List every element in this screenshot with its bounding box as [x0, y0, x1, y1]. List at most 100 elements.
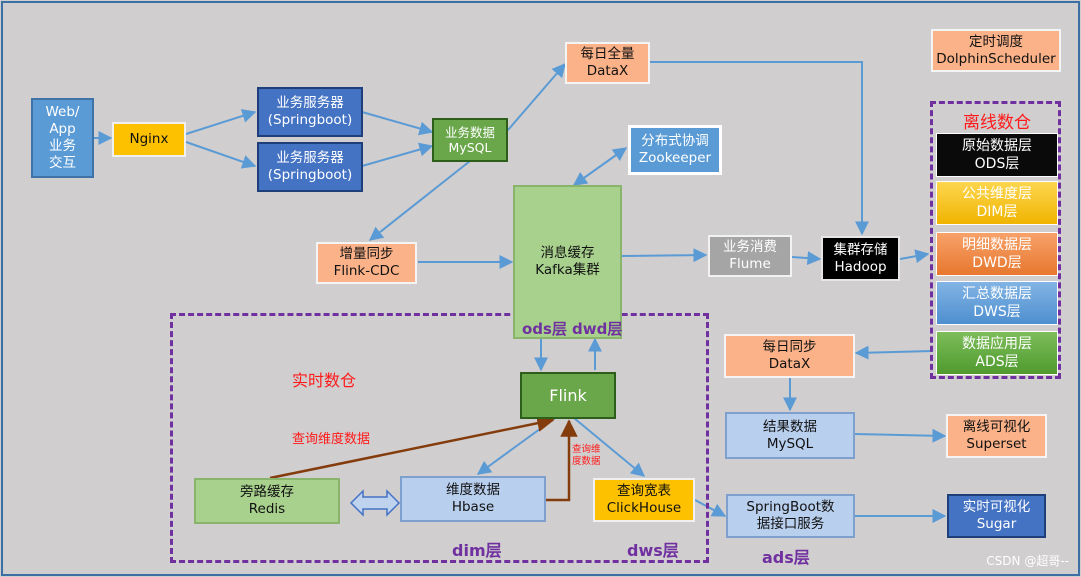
hadoop-line1: 集群存储	[833, 241, 888, 258]
zookeeper-node[interactable]: 分布式协调 Zookeeper	[628, 125, 722, 175]
flink-label: Flink	[549, 386, 587, 405]
hadoop-line2: Hadoop	[834, 258, 887, 275]
datax-full-node[interactable]: 每日全量 DataX	[565, 42, 650, 84]
redis-line2: Redis	[248, 501, 286, 517]
sugar-node[interactable]: 实时可视化 Sugar	[947, 494, 1046, 538]
web-app-node[interactable]: Web/ App 业务 交互	[31, 98, 94, 178]
ads-layer-line2: ADS层	[975, 354, 1019, 370]
arrow-nginx-server2	[185, 141, 257, 169]
dws-layer-line2: DWS层	[973, 304, 1021, 320]
dwd-layer-line2: DWD层	[972, 255, 1022, 271]
dim-layer-line1: 公共维度层	[962, 186, 1032, 202]
arrow-warehouse-dataxsync	[854, 345, 934, 360]
superset-node[interactable]: 离线可视化 Superset	[946, 414, 1047, 458]
web-app-line4: 交互	[49, 155, 76, 171]
realtime-warehouse-title: 实时数仓	[292, 371, 357, 390]
nginx-node[interactable]: Nginx	[112, 122, 186, 157]
offline-warehouse-title: 离线数仓	[963, 113, 1031, 133]
csdn-watermark: CSDN @超哥--	[986, 554, 1069, 568]
server1-line1: 业务服务器	[276, 95, 344, 111]
nginx-label: Nginx	[129, 131, 169, 147]
server2-line1: 业务服务器	[276, 150, 344, 166]
arrow-mysqlresult-superset	[854, 428, 947, 443]
flume-line2: Flume	[729, 256, 771, 272]
clickhouse-line1: 查询宽表	[617, 483, 671, 499]
flume-node[interactable]: 业务消费 Flume	[708, 235, 792, 277]
arrow-clickhouse-springboot	[694, 499, 727, 517]
dws-layer-line1: 汇总数据层	[962, 286, 1032, 302]
arrow-nginx-server1	[185, 109, 257, 135]
flink-cdc-line1: 增量同步	[339, 246, 394, 262]
datax-sync-node[interactable]: 每日同步 DataX	[724, 334, 855, 378]
ods-layer-line2: ODS层	[974, 156, 1020, 172]
arrow-server2-mysql	[361, 142, 434, 167]
redis-node[interactable]: 旁路缓存 Redis	[194, 478, 340, 524]
double-arrow-redis-hbase	[349, 489, 401, 517]
dim-layer-label: dim层	[452, 541, 502, 560]
server1-line2: (Springboot)	[267, 112, 353, 128]
kafka-node[interactable]: 消息缓存 Kafka集群	[513, 185, 622, 339]
arrow-mysql-datax	[507, 62, 566, 131]
arrow-kafka-zookeeper	[572, 147, 628, 186]
superset-line1: 离线可视化	[962, 419, 1031, 435]
datax-full-line1: 每日全量	[580, 46, 635, 62]
result-mysql-node[interactable]: 结果数据 MySQL	[725, 412, 855, 459]
zookeeper-line2: Zookeeper	[638, 150, 712, 166]
result-mysql-line1: 结果数据	[763, 418, 817, 435]
ads-layer-label: ads层	[762, 548, 810, 567]
web-app-line1: Web/	[45, 104, 80, 120]
springboot-api-line1: SpringBoot数	[746, 499, 835, 515]
arrow-kafka-flume	[621, 248, 708, 263]
datax-full-line2: DataX	[586, 63, 629, 79]
server2-node[interactable]: 业务服务器 (Springboot)	[257, 142, 363, 192]
realtime-warehouse-border	[170, 313, 709, 563]
arrow-redis-flink	[269, 414, 555, 480]
zookeeper-line1: 分布式协调	[641, 133, 709, 149]
dwd-layer[interactable]: 明细数据层 DWD层	[936, 232, 1058, 276]
springboot-api-node[interactable]: SpringBoot数 据接口服务	[726, 494, 855, 538]
dws-layer[interactable]: 汇总数据层 DWS层	[936, 281, 1058, 325]
arrow-hbase-flink	[545, 419, 578, 502]
scheduler-node[interactable]: 定时调度 DolphinScheduler	[931, 29, 1061, 72]
hadoop-node[interactable]: 集群存储 Hadoop	[821, 236, 900, 281]
redis-line1: 旁路缓存	[240, 484, 294, 500]
datax-sync-line2: DataX	[768, 356, 811, 372]
hbase-line2: Hbase	[451, 499, 495, 515]
dws-layer-label: dws层	[627, 541, 679, 560]
ads-layer[interactable]: 数据应用层 ADS层	[936, 331, 1058, 375]
query-dim-small-label: 查询维 度数据	[572, 444, 601, 468]
business-mysql-line2: MySQL	[448, 140, 492, 155]
hbase-node[interactable]: 维度数据 Hbase	[400, 476, 546, 522]
query-dim-small-line1: 查询维	[572, 444, 601, 455]
arrow-hadoop-warehouse	[899, 249, 930, 264]
server1-node[interactable]: 业务服务器 (Springboot)	[257, 87, 363, 137]
flink-cdc-node[interactable]: 增量同步 Flink-CDC	[316, 242, 417, 284]
ods-layer-line1: 原始数据层	[962, 138, 1032, 154]
arrow-flink-clickhouse	[573, 417, 646, 477]
ods-layer[interactable]: 原始数据层 ODS层	[936, 133, 1058, 177]
business-mysql-node[interactable]: 业务数据 MySQL	[432, 118, 508, 162]
arrow-mysql-flinkcdc	[368, 160, 471, 241]
ods-layer-label: ods层	[522, 320, 567, 338]
arrow-flume-hadoop	[791, 251, 822, 266]
dwd-layer-line1: 明细数据层	[962, 237, 1032, 253]
flink-node[interactable]: Flink	[520, 372, 616, 419]
dim-layer[interactable]: 公共维度层 DIM层	[936, 181, 1058, 225]
hbase-line1: 维度数据	[446, 482, 500, 498]
superset-line2: Superset	[966, 436, 1027, 452]
springboot-api-line2: 据接口服务	[756, 516, 825, 532]
sugar-line1: 实时可视化	[962, 499, 1031, 515]
arrow-datax-hadoop	[650, 61, 869, 236]
web-app-line3: 业务	[49, 138, 76, 154]
offline-warehouse-border	[930, 101, 1061, 379]
ads-layer-line1: 数据应用层	[962, 336, 1032, 352]
server2-line2: (Springboot)	[267, 167, 353, 183]
kafka-line2: Kafka集群	[535, 262, 600, 278]
query-dim-small-line2: 度数据	[572, 456, 601, 467]
flume-line1: 业务消费	[723, 239, 777, 255]
clickhouse-node[interactable]: 查询宽表 ClickHouse	[593, 478, 695, 522]
datax-sync-line1: 每日同步	[762, 339, 817, 355]
